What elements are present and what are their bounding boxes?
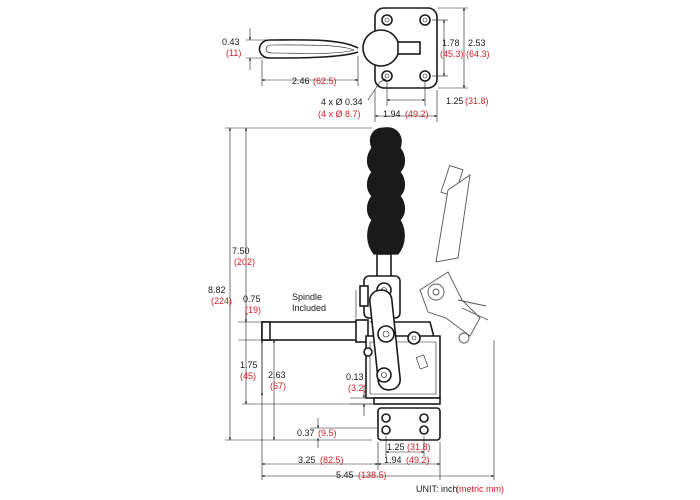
base-plate — [373, 397, 441, 405]
dim-pad-hole-pitch-in: 1.25 — [446, 96, 464, 106]
dim-overall-length-mm: (138.5) — [358, 470, 387, 480]
dim-overall-height-mm: (224) — [211, 296, 232, 306]
dim-spindle-reach-mm: (82.5) — [320, 455, 344, 465]
unit-label: UNIT: inch — [416, 484, 458, 494]
dim-pad-width-mm: (49.2) — [405, 109, 429, 119]
dim-base-thickness-in: 0.13 — [346, 372, 364, 382]
handle-grip — [366, 127, 406, 255]
dim-handle-length-in: 2.46 — [292, 76, 310, 86]
dim-overall-length-in: 5.45 — [336, 470, 354, 480]
dim-handle-length-mm: (62.5) — [313, 76, 337, 86]
dim-spindle-height-mm: (45) — [240, 371, 256, 381]
top-handle — [258, 39, 359, 59]
dim-overall-height-in: 8.82 — [208, 285, 226, 295]
dim-arm-height-mm: (67) — [270, 381, 286, 391]
dim-base-offset-in: 0.37 — [297, 428, 315, 438]
dim-base-width-mm: (49.2) — [406, 455, 430, 465]
dim-pad-width-in: 1.94 — [383, 109, 401, 119]
dim-handle-height-in: 7.50 — [232, 246, 250, 256]
dim-arm-height-in: 2.63 — [268, 370, 286, 380]
unit-metric-label: (metric mm) — [456, 484, 504, 494]
ghost-open-position — [419, 164, 489, 344]
dim-base-hole-pitch-in: 1.25 — [387, 442, 405, 452]
dim-pad-hole-pitch-mm: (31.8) — [465, 96, 489, 106]
dim-pad-hole-span-mm: (45.3) — [440, 49, 464, 59]
dim-pad-height-mm: (64.3) — [466, 49, 490, 59]
dim-holes-in: 4 x Ø 0.34 — [321, 97, 363, 107]
dim-holes-mm: (4 x Ø 8.7) — [318, 109, 361, 119]
dim-handle-width-in: 0.43 — [222, 37, 240, 47]
dim-base-width-in: 1.94 — [384, 455, 402, 465]
top-pivot-hub — [362, 29, 400, 67]
dim-spindle-dia-in: 0.75 — [243, 294, 261, 304]
dim-spindle-reach-in: 3.25 — [298, 455, 316, 465]
spindle-label-line2: Included — [292, 303, 326, 313]
dim-pad-height-in: 2.53 — [468, 38, 486, 48]
dim-handle-width-mm: (11) — [226, 48, 241, 58]
top-view: 0.43 (11) 2.46 (62.5) 1.78 (45.3) 2.53 (… — [222, 7, 490, 122]
dim-handle-height-mm: (202) — [234, 257, 255, 267]
dim-base-hole-pitch-mm: (31.8) — [407, 442, 431, 452]
dim-pad-hole-span-in: 1.78 — [442, 38, 460, 48]
dim-base-offset-mm: (9.5) — [318, 428, 337, 438]
spindle-label-line1: Spindle — [292, 292, 322, 302]
dim-spindle-height-in: 1.75 — [240, 360, 258, 370]
spindle — [261, 321, 365, 341]
side-view: 8.82 (224) 7.50 (202) 0.75 (19) 1.75 (45… — [208, 127, 495, 480]
top-pad-holes — [381, 14, 431, 82]
dim-spindle-dia-mm: (19) — [245, 305, 261, 315]
base-flange — [377, 407, 441, 441]
dim-base-thickness-mm: (3.2) — [348, 383, 367, 393]
